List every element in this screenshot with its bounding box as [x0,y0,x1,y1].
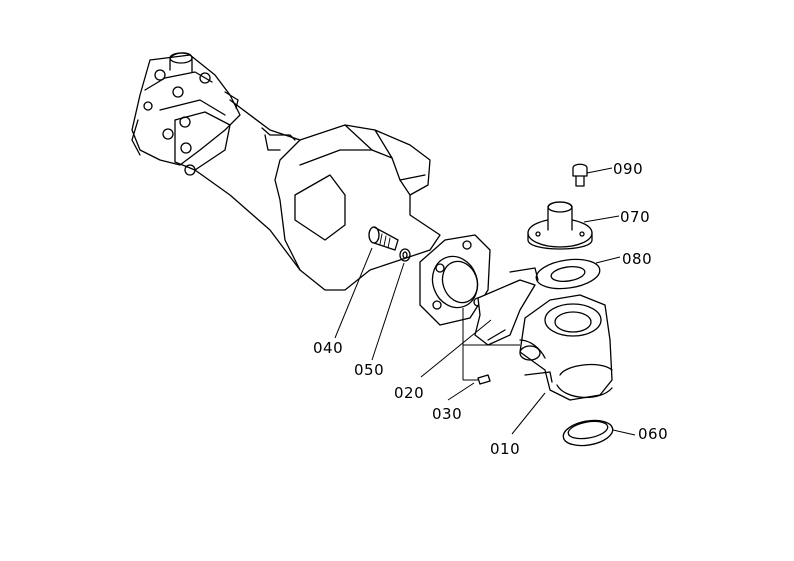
callout-labels: 090 070 080 060 040 050 020 030 010 [313,160,668,458]
callout-010: 010 [490,440,520,458]
differential-gear-case [131,52,241,176]
bolt-040 [368,226,399,251]
callout-060: 060 [638,425,668,443]
axle-tube [194,99,301,271]
washer-050 [399,248,411,262]
callout-030: 030 [432,405,462,423]
king-pin-cover-070 [527,201,593,250]
callout-040: 040 [313,339,343,357]
axle-case-010 [519,294,613,401]
pin-030 [477,374,491,385]
callout-090: 090 [613,160,643,178]
oil-seal-060 [562,419,614,447]
callout-050: 050 [354,361,384,379]
callout-080: 080 [622,250,652,268]
callout-020: 020 [394,384,424,402]
assembly-lines [462,308,520,381]
gasket-080 [535,258,601,290]
callout-070: 070 [620,208,650,226]
axle-housing [274,124,441,291]
bolt-090 [572,163,588,187]
leader-lines [334,167,636,436]
